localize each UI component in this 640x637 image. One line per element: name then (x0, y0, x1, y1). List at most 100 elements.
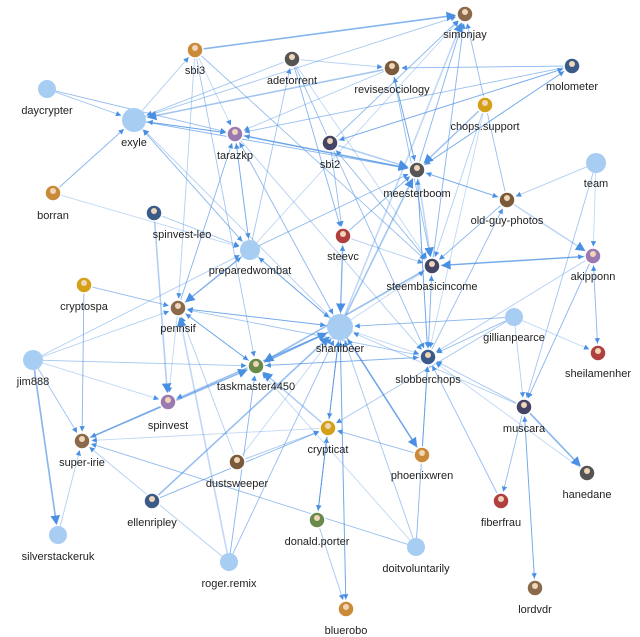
edge-pennsif-tarazkp (180, 142, 233, 301)
node-steembasicincome[interactable]: steembasicincome (386, 257, 478, 293)
node-muscara[interactable]: muscara (503, 398, 546, 435)
node-shanibeer[interactable]: shanibeer (316, 314, 365, 355)
edge-preparedwombat-exyle (142, 130, 244, 243)
preparedwombat-node-circle[interactable] (240, 240, 260, 260)
node-spinvest-leo[interactable]: spinvest-leo (145, 204, 211, 241)
edge-lordvdr-muscara (522, 416, 535, 581)
edge-muscara-slobberchops (436, 361, 518, 404)
edge-preparedwombat-adetorrent (251, 68, 292, 241)
phoenixwren-avatar-face (419, 450, 425, 456)
node-cryptospa[interactable]: cryptospa (60, 276, 109, 313)
edge-exyle-preparedwombat (141, 128, 243, 242)
jim888-node-circle[interactable] (23, 350, 43, 370)
edge-sbi2-steembasicincome (334, 148, 426, 259)
node-adetorrent[interactable]: adetorrent (267, 50, 317, 87)
node-team[interactable]: team (584, 153, 608, 190)
node-sheilamenher[interactable]: sheilamenher (565, 344, 631, 380)
node-tarazkp[interactable]: tarazkp (217, 125, 253, 162)
ellenripley-label: ellenripley (127, 517, 177, 529)
edge-meesterboom-steembasicincome (417, 177, 434, 258)
edge-jim888-silverstackeruk (33, 369, 60, 526)
node-molometer[interactable]: molometer (546, 57, 598, 93)
edge-cryptospa-super-irie (79, 292, 85, 432)
edge-tarazkp-preparedwombat (235, 141, 251, 239)
node-daycrypter[interactable]: daycrypter (21, 80, 73, 117)
node-jim888[interactable]: jim888 (16, 350, 49, 388)
roger.remix-node-circle[interactable] (220, 553, 238, 571)
molometer-label: molometer (546, 81, 598, 93)
edge-preparedwombat-simonjay (256, 20, 459, 243)
node-gillianpearce[interactable]: gillianpearce (483, 308, 545, 344)
cryptospa-avatar-face (81, 280, 87, 286)
shanibeer-node-circle[interactable] (327, 314, 353, 340)
node-steevc[interactable]: steevc (327, 227, 359, 263)
edge-gillianpearce-crypticat (336, 321, 507, 424)
edge-donald.porter-crypticat (317, 437, 329, 513)
doitvoluntarily-node-circle[interactable] (407, 538, 425, 556)
daycrypter-node-circle[interactable] (38, 80, 56, 98)
node-hanedane[interactable]: hanedane (563, 464, 612, 501)
node-lordvdr[interactable]: lordvdr (518, 579, 552, 616)
node-akipponn[interactable]: akipponn (571, 247, 616, 283)
silverstackeruk-node-circle[interactable] (49, 526, 67, 544)
preparedwombat-label: preparedwombat (209, 265, 292, 277)
edge-chops.support-meesterboom (423, 109, 480, 164)
edge-shanibeer-exyle (143, 129, 332, 319)
node-simonjay[interactable]: simonjay (443, 5, 487, 41)
node-doitvoluntarily[interactable]: doitvoluntarily (382, 538, 450, 575)
node-meesterboom[interactable]: meesterboom (383, 161, 451, 200)
node-donald.porter[interactable]: donald.porter (285, 511, 350, 548)
node-bluerobo[interactable]: bluerobo (325, 600, 368, 637)
edge-sbi2-simonjay (335, 20, 459, 138)
node-exyle[interactable]: exyle (121, 108, 147, 149)
akipponn-label: akipponn (571, 271, 616, 283)
node-fiberfrau[interactable]: fiberfrau (481, 492, 521, 529)
node-sbi2[interactable]: sbi2 (320, 134, 340, 171)
edge-crypticat-super-irie (91, 427, 321, 443)
lordvdr-avatar-face (532, 583, 538, 589)
edge-donald.porter-bluerobo (319, 527, 344, 601)
node-crypticat[interactable]: crypticat (308, 419, 349, 456)
ellenripley-avatar-face (149, 496, 155, 502)
edge-adetorrent-exyle (146, 61, 285, 116)
edge-spinvest-leo-spinvest (153, 220, 172, 393)
donald.porter-label: donald.porter (285, 536, 350, 548)
edge-spinvest-leo-preparedwombat (161, 215, 240, 247)
super-irie-avatar-face (79, 436, 85, 442)
node-revisesociology[interactable]: revisesociology (354, 59, 430, 96)
node-silverstackeruk[interactable]: silverstackeruk (22, 526, 95, 563)
edge-shanibeer-meesterboom (345, 178, 414, 316)
node-taskmaster4450[interactable]: taskmaster4450 (217, 357, 295, 393)
exyle-node-circle[interactable] (122, 108, 146, 132)
node-preparedwombat[interactable]: preparedwombat (209, 240, 292, 277)
node-old-guy-photos[interactable]: old-guy-photos (471, 191, 544, 227)
team-node-circle[interactable] (586, 153, 606, 173)
node-ellenripley[interactable]: ellenripley (127, 492, 177, 529)
edge-slobberchops-pennsif (187, 308, 421, 356)
gillianpearce-node-circle[interactable] (505, 308, 523, 326)
borran-label: borran (37, 210, 69, 222)
edge-chops.support-steembasicincome (434, 112, 483, 258)
node-pennsif[interactable]: pennsif (160, 299, 197, 335)
bluerobo-label: bluerobo (325, 625, 368, 637)
edge-pennsif-preparedwombat (183, 257, 242, 304)
node-super-irie[interactable]: super-irie (59, 432, 105, 469)
spinvest-avatar-face (165, 397, 171, 403)
node-sbi3[interactable]: sbi3 (185, 41, 205, 77)
edge-sbi3-steembasicincome (200, 55, 426, 260)
node-roger.remix[interactable]: roger.remix (201, 553, 257, 590)
steevc-avatar-face (340, 231, 346, 237)
dustsweeper-label: dustsweeper (206, 478, 269, 490)
edge-molometer-revisesociology (401, 65, 565, 71)
node-phoenixwren[interactable]: phoenixwren (391, 446, 453, 482)
edge-adetorrent-revisesociology (299, 59, 383, 70)
node-borran[interactable]: borran (37, 184, 69, 222)
node-slobberchops[interactable]: slobberchops (395, 348, 461, 386)
node-dustsweeper[interactable]: dustsweeper (206, 453, 269, 490)
node-spinvest[interactable]: spinvest (148, 393, 188, 432)
edge-old-guy-photos-akipponn (513, 203, 586, 252)
team-label: team (584, 178, 608, 190)
node-chops.support[interactable]: chops.support (450, 96, 520, 133)
edge-sbi2-steevc (330, 150, 344, 227)
